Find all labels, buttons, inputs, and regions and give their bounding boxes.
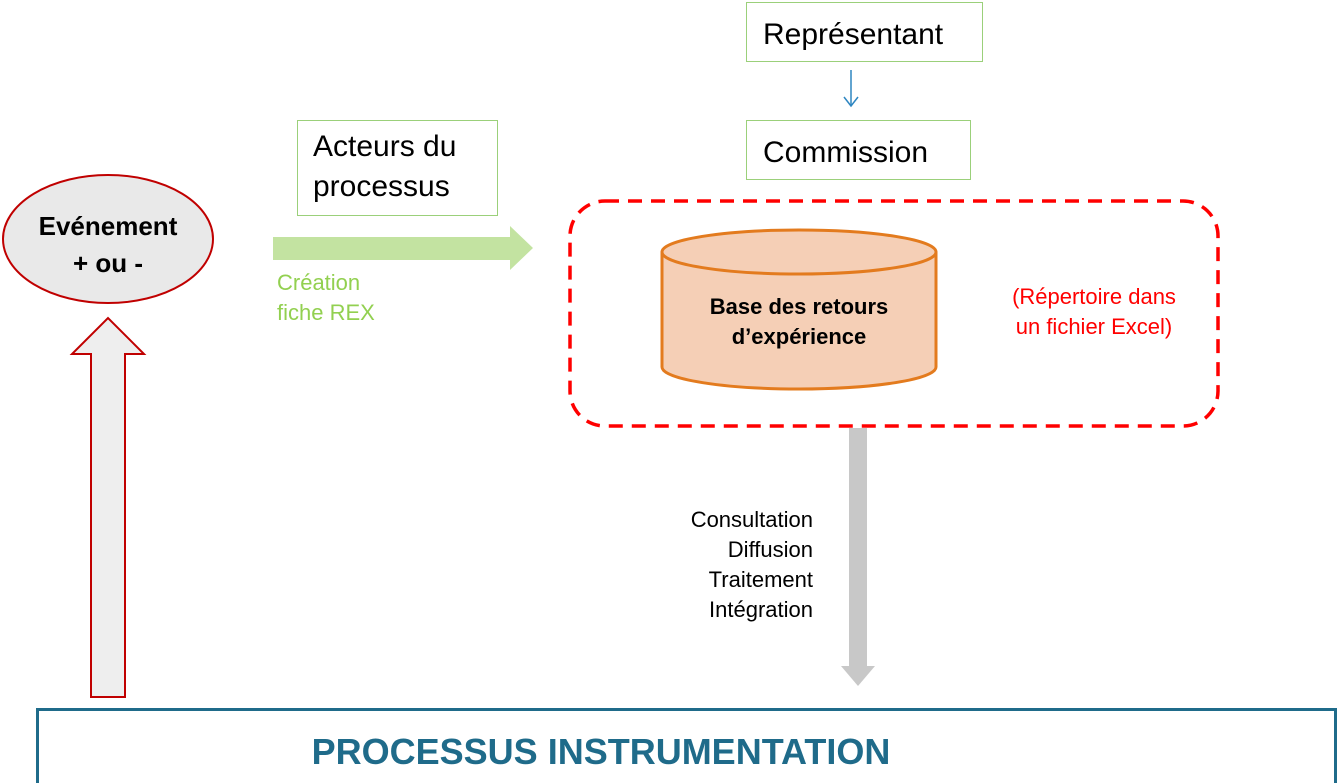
creation-label: Création fiche REX [277, 268, 375, 328]
event-label-line1: Evénement [38, 211, 178, 241]
representant-box: Représentant [746, 2, 983, 62]
process-title: PROCESSUS INSTRUMENTATION [311, 731, 891, 772]
dashed-boundary [568, 199, 1220, 428]
commission-label: Commission [763, 136, 929, 169]
event-ellipse [2, 174, 214, 304]
event-label-line2: + ou - [72, 248, 144, 278]
event-label: Evénement + ou - [0, 208, 216, 282]
repertoire-note-line1: (Répertoire dans [1012, 284, 1176, 309]
database-label-line2: d’expérience [731, 324, 867, 349]
gray-down-arrow [841, 428, 875, 686]
acteurs-label-line2: processus [313, 170, 450, 203]
repertoire-note: (Répertoire dans un fichier Excel) [990, 282, 1198, 342]
action-item: Traitement [708, 567, 813, 592]
creation-label-line1: Création [277, 270, 361, 295]
database-label-line1: Base des retours [709, 294, 889, 319]
upward-arrow [69, 316, 147, 698]
actions-list: Consultation Diffusion Traitement Intégr… [600, 505, 813, 625]
green-arrow [273, 226, 533, 270]
repertoire-note-line2: un fichier Excel) [1015, 314, 1173, 339]
process-box [36, 708, 1337, 783]
representant-label: Représentant [763, 18, 944, 51]
action-item: Consultation [690, 507, 813, 532]
commission-box: Commission [746, 120, 971, 180]
database-cylinder [660, 228, 938, 391]
acteurs-box: Acteurs du processus [297, 120, 498, 216]
action-item: Diffusion [727, 537, 813, 562]
database-label: Base des retours d’expérience [662, 292, 936, 352]
blue-down-arrow [843, 70, 859, 108]
acteurs-label-line1: Acteurs du [313, 130, 457, 163]
action-item: Intégration [709, 597, 813, 622]
creation-label-line2: fiche REX [277, 300, 375, 325]
